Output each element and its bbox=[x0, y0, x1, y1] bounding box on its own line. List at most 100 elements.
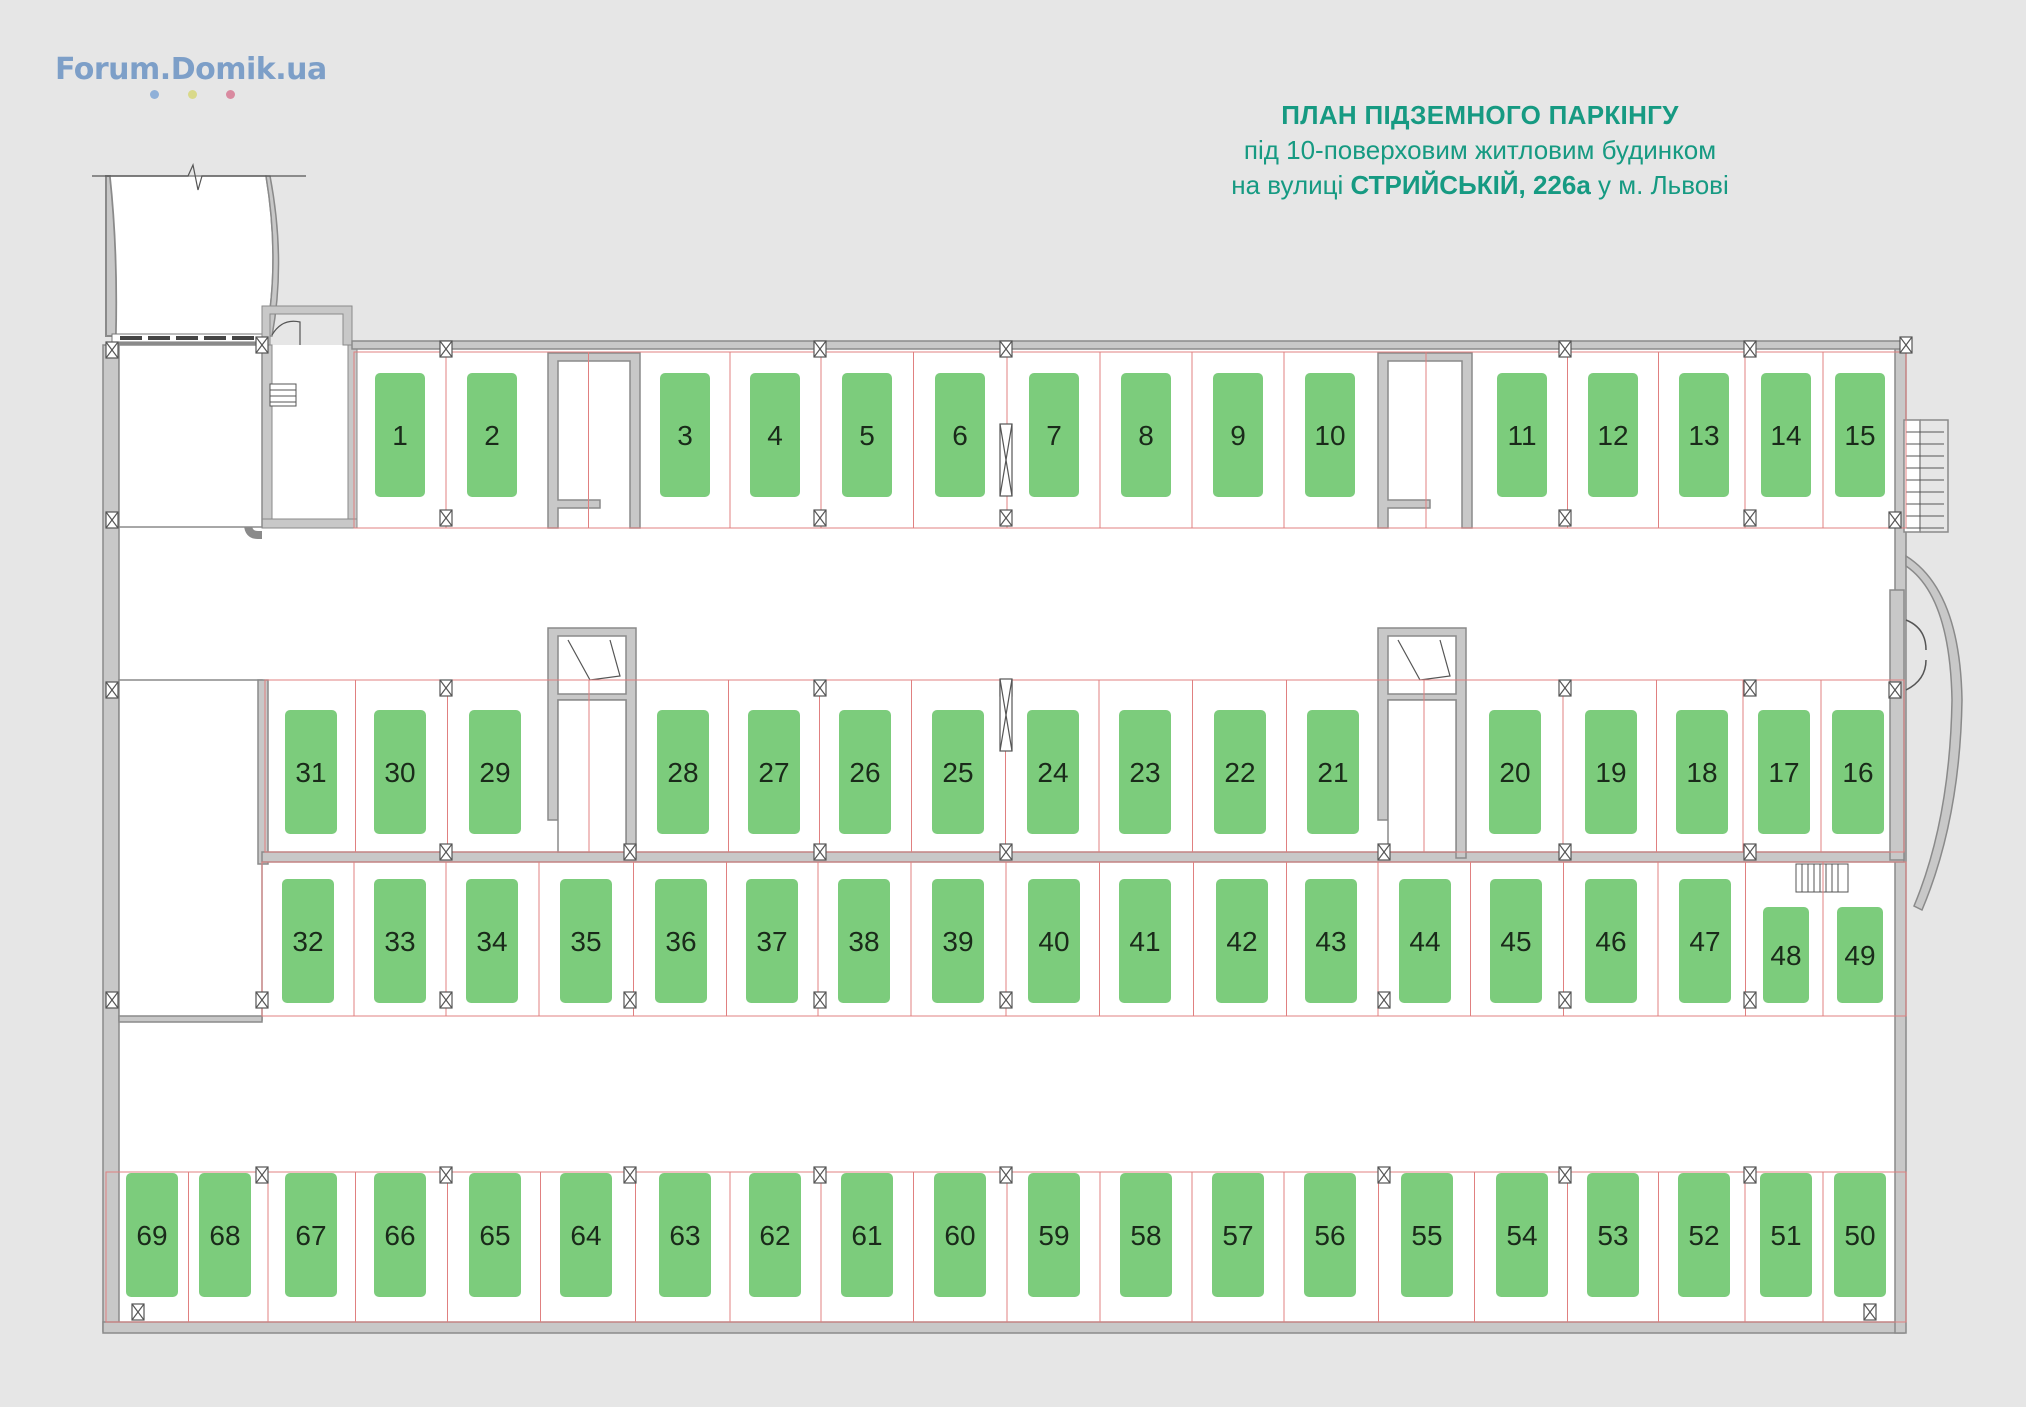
parking-space-11[interactable]: 11 bbox=[1497, 373, 1547, 497]
logo-dot-blue bbox=[150, 90, 159, 99]
parking-space-63[interactable]: 63 bbox=[659, 1173, 711, 1297]
parking-space-54[interactable]: 54 bbox=[1496, 1173, 1548, 1297]
parking-space-6[interactable]: 6 bbox=[935, 373, 985, 497]
parking-space-39[interactable]: 39 bbox=[932, 879, 984, 1003]
column-marker bbox=[439, 991, 453, 1009]
parking-space-32[interactable]: 32 bbox=[282, 879, 334, 1003]
parking-space-number: 43 bbox=[1315, 926, 1346, 957]
parking-space-number: 64 bbox=[570, 1220, 601, 1251]
parking-space-44[interactable]: 44 bbox=[1399, 879, 1451, 1003]
upper-middle-row-outline bbox=[264, 679, 1905, 853]
parking-space-number: 7 bbox=[1046, 420, 1062, 451]
parking-space-number: 46 bbox=[1595, 926, 1626, 957]
column-marker bbox=[813, 1166, 827, 1184]
parking-space-23[interactable]: 23 bbox=[1119, 710, 1171, 834]
parking-space-number: 4 bbox=[767, 420, 783, 451]
parking-space-61[interactable]: 61 bbox=[841, 1173, 893, 1297]
parking-space-40[interactable]: 40 bbox=[1028, 879, 1080, 1003]
parking-space-45[interactable]: 45 bbox=[1490, 879, 1542, 1003]
parking-space-10[interactable]: 10 bbox=[1305, 373, 1355, 497]
parking-space-47[interactable]: 47 bbox=[1679, 879, 1731, 1003]
parking-space-53[interactable]: 53 bbox=[1587, 1173, 1639, 1297]
parking-space-number: 17 bbox=[1768, 757, 1799, 788]
parking-space-27[interactable]: 27 bbox=[748, 710, 800, 834]
parking-space-21[interactable]: 21 bbox=[1307, 710, 1359, 834]
parking-space-number: 16 bbox=[1842, 757, 1873, 788]
parking-space-20[interactable]: 20 bbox=[1489, 710, 1541, 834]
parking-space-37[interactable]: 37 bbox=[746, 879, 798, 1003]
parking-space-52[interactable]: 52 bbox=[1678, 1173, 1730, 1297]
column-marker bbox=[1743, 991, 1757, 1009]
parking-space-18[interactable]: 18 bbox=[1676, 710, 1728, 834]
parking-space-60[interactable]: 60 bbox=[934, 1173, 986, 1297]
parking-space-7[interactable]: 7 bbox=[1029, 373, 1079, 497]
parking-space-66[interactable]: 66 bbox=[374, 1173, 426, 1297]
parking-space-46[interactable]: 46 bbox=[1585, 879, 1637, 1003]
parking-space-box bbox=[1490, 879, 1542, 1003]
parking-space-33[interactable]: 33 bbox=[374, 879, 426, 1003]
parking-space-15[interactable]: 15 bbox=[1835, 373, 1885, 497]
parking-space-67[interactable]: 67 bbox=[285, 1173, 337, 1297]
parking-space-56[interactable]: 56 bbox=[1304, 1173, 1356, 1297]
parking-space-number: 41 bbox=[1129, 926, 1160, 957]
parking-space-55[interactable]: 55 bbox=[1401, 1173, 1453, 1297]
parking-space-34[interactable]: 34 bbox=[466, 879, 518, 1003]
parking-space-49[interactable]: 49 bbox=[1837, 907, 1883, 1003]
parking-space-17[interactable]: 17 bbox=[1758, 710, 1810, 834]
parking-space-29[interactable]: 29 bbox=[469, 710, 521, 834]
parking-space-38[interactable]: 38 bbox=[838, 879, 890, 1003]
parking-space-14[interactable]: 14 bbox=[1761, 373, 1811, 497]
parking-space-58[interactable]: 58 bbox=[1120, 1173, 1172, 1297]
parking-space-26[interactable]: 26 bbox=[839, 710, 891, 834]
parking-space-50[interactable]: 50 bbox=[1834, 1173, 1886, 1297]
parking-space-box bbox=[466, 879, 518, 1003]
parking-space-12[interactable]: 12 bbox=[1588, 373, 1638, 497]
parking-space-69[interactable]: 69 bbox=[126, 1173, 178, 1297]
left-ramp-block bbox=[118, 344, 269, 1023]
parking-space-43[interactable]: 43 bbox=[1305, 879, 1357, 1003]
parking-space-28[interactable]: 28 bbox=[657, 710, 709, 834]
parking-space-13[interactable]: 13 bbox=[1679, 373, 1729, 497]
parking-space-48[interactable]: 48 bbox=[1763, 907, 1809, 1003]
parking-space-number: 2 bbox=[484, 420, 500, 451]
parking-space-2[interactable]: 2 bbox=[467, 373, 517, 497]
parking-space-16[interactable]: 16 bbox=[1832, 710, 1884, 834]
parking-space-36[interactable]: 36 bbox=[655, 879, 707, 1003]
parking-space-box bbox=[285, 1173, 337, 1297]
parking-space-41[interactable]: 41 bbox=[1119, 879, 1171, 1003]
parking-space-19[interactable]: 19 bbox=[1585, 710, 1637, 834]
parking-space-65[interactable]: 65 bbox=[469, 1173, 521, 1297]
parking-space-box bbox=[932, 879, 984, 1003]
column-marker bbox=[999, 423, 1013, 497]
parking-space-68[interactable]: 68 bbox=[199, 1173, 251, 1297]
parking-space-51[interactable]: 51 bbox=[1760, 1173, 1812, 1297]
parking-space-number: 37 bbox=[756, 926, 787, 957]
parking-space-30[interactable]: 30 bbox=[374, 710, 426, 834]
parking-space-25[interactable]: 25 bbox=[932, 710, 984, 834]
parking-space-35[interactable]: 35 bbox=[560, 879, 612, 1003]
parking-space-9[interactable]: 9 bbox=[1213, 373, 1263, 497]
parking-space-62[interactable]: 62 bbox=[749, 1173, 801, 1297]
parking-space-1[interactable]: 1 bbox=[375, 373, 425, 497]
parking-space-31[interactable]: 31 bbox=[285, 710, 337, 834]
parking-space-8[interactable]: 8 bbox=[1121, 373, 1171, 497]
parking-space-4[interactable]: 4 bbox=[750, 373, 800, 497]
parking-space-box bbox=[469, 710, 521, 834]
parking-space-22[interactable]: 22 bbox=[1214, 710, 1266, 834]
parking-space-5[interactable]: 5 bbox=[842, 373, 892, 497]
parking-space-number: 27 bbox=[758, 757, 789, 788]
parking-space-number: 55 bbox=[1411, 1220, 1442, 1251]
parking-space-3[interactable]: 3 bbox=[660, 373, 710, 497]
parking-space-box bbox=[467, 373, 517, 497]
parking-space-42[interactable]: 42 bbox=[1216, 879, 1268, 1003]
column-marker bbox=[1558, 991, 1572, 1009]
parking-space-24[interactable]: 24 bbox=[1027, 710, 1079, 834]
column-marker bbox=[1743, 1166, 1757, 1184]
parking-space-59[interactable]: 59 bbox=[1028, 1173, 1080, 1297]
parking-space-64[interactable]: 64 bbox=[560, 1173, 612, 1297]
site-logo[interactable]: Forum.Domik.ua bbox=[55, 52, 327, 99]
parking-space-box bbox=[1401, 1173, 1453, 1297]
parking-space-57[interactable]: 57 bbox=[1212, 1173, 1264, 1297]
parking-space-box bbox=[1678, 1173, 1730, 1297]
